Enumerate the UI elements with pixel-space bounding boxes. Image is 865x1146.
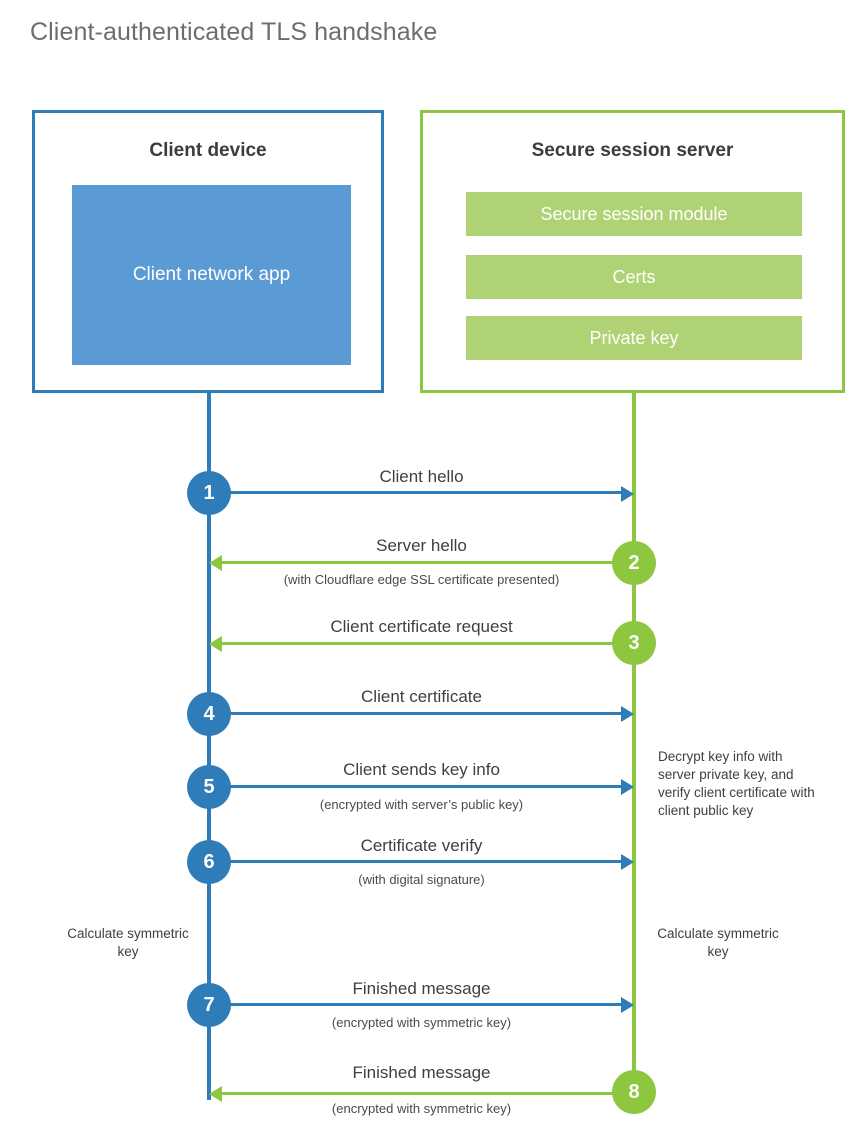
step-1-arrow-head-right-icon (621, 486, 634, 502)
step-7-arrow-head-right-icon (621, 997, 634, 1013)
step-5-circle: 5 (187, 765, 231, 809)
step-8-label: Finished message (352, 1063, 491, 1082)
server-component-label: Certs (612, 266, 656, 287)
step-6-arrow-head-right-icon (621, 854, 634, 870)
page-title: Client-authenticated TLS handshake (30, 18, 438, 46)
step-1-arrow-line (209, 491, 621, 494)
step-3-arrow-line (222, 642, 634, 645)
step-1-label: Client hello (379, 467, 464, 486)
server-component-certs: Certs (466, 255, 802, 299)
step-6-sublabel: (with digital signature) (358, 872, 485, 887)
step-8-circle: 8 (612, 1070, 656, 1114)
step-8-number: 8 (628, 1080, 640, 1103)
step-2-circle: 2 (612, 541, 656, 585)
client-calculate-symmetric-key-note: Calculate symmetric key (67, 926, 189, 959)
step-2-arrow-head-left-icon (209, 555, 222, 571)
step-2-label: Server hello (376, 536, 467, 555)
step-6-arrow-line (209, 860, 621, 863)
step-4-circle: 4 (187, 692, 231, 736)
step-3-number: 3 (628, 631, 640, 654)
server-decrypt-note: Decrypt key info with server private key… (658, 749, 815, 818)
client-network-app-block: Client network app (72, 185, 351, 365)
step-3-arrow-head-left-icon (209, 636, 222, 652)
step-4-label: Client certificate (361, 687, 482, 706)
step-6-number: 6 (203, 850, 215, 873)
step-7-arrow-line (209, 1003, 621, 1006)
step-4-arrow-line (209, 712, 621, 715)
step-2-sublabel: (with Cloudflare edge SSL certificate pr… (283, 572, 560, 587)
step-5-arrow-head-right-icon (621, 779, 634, 795)
step-6-label: Certificate verify (360, 836, 483, 855)
step-5-arrow-line (209, 785, 621, 788)
step-5-number: 5 (203, 775, 215, 798)
step-3-circle: 3 (612, 621, 656, 665)
step-1-number: 1 (203, 481, 215, 504)
step-8-sublabel: (encrypted with symmetric key) (331, 1101, 512, 1116)
client-device-box: Client device Client network app (32, 110, 384, 393)
server-component-secure-session-module: Secure session module (466, 192, 802, 236)
secure-session-server-title: Secure session server (531, 140, 734, 161)
step-2-number: 2 (628, 551, 640, 574)
server-component-label: Private key (589, 327, 679, 348)
step-7-number: 7 (203, 993, 215, 1016)
step-7-sublabel: (encrypted with symmetric key) (331, 1015, 512, 1030)
server-calculate-symmetric-key-note: Calculate symmetric key (657, 926, 779, 959)
step-7-label: Finished message (352, 979, 491, 998)
step-8-arrow-line (222, 1092, 634, 1095)
server-lifeline (632, 393, 636, 1093)
step-8-arrow-head-left-icon (209, 1086, 222, 1102)
step-5-sublabel: (encrypted with server’s public key) (319, 797, 524, 812)
step-5-label: Client sends key info (343, 760, 500, 779)
step-6-circle: 6 (187, 840, 231, 884)
step-4-number: 4 (203, 702, 215, 725)
step-4-arrow-head-right-icon (621, 706, 634, 722)
step-1-circle: 1 (187, 471, 231, 515)
step-7-circle: 7 (187, 983, 231, 1027)
server-component-label: Secure session module (540, 203, 728, 224)
step-3-label: Client certificate request (330, 617, 513, 636)
server-component-private-key: Private key (466, 316, 802, 360)
client-lifeline (207, 393, 211, 1100)
step-2-arrow-line (222, 561, 634, 564)
client-network-app-label: Client network app (132, 264, 291, 285)
secure-session-server-box: Secure session server Secure session mod… (420, 110, 845, 393)
client-device-title: Client device (149, 140, 267, 161)
